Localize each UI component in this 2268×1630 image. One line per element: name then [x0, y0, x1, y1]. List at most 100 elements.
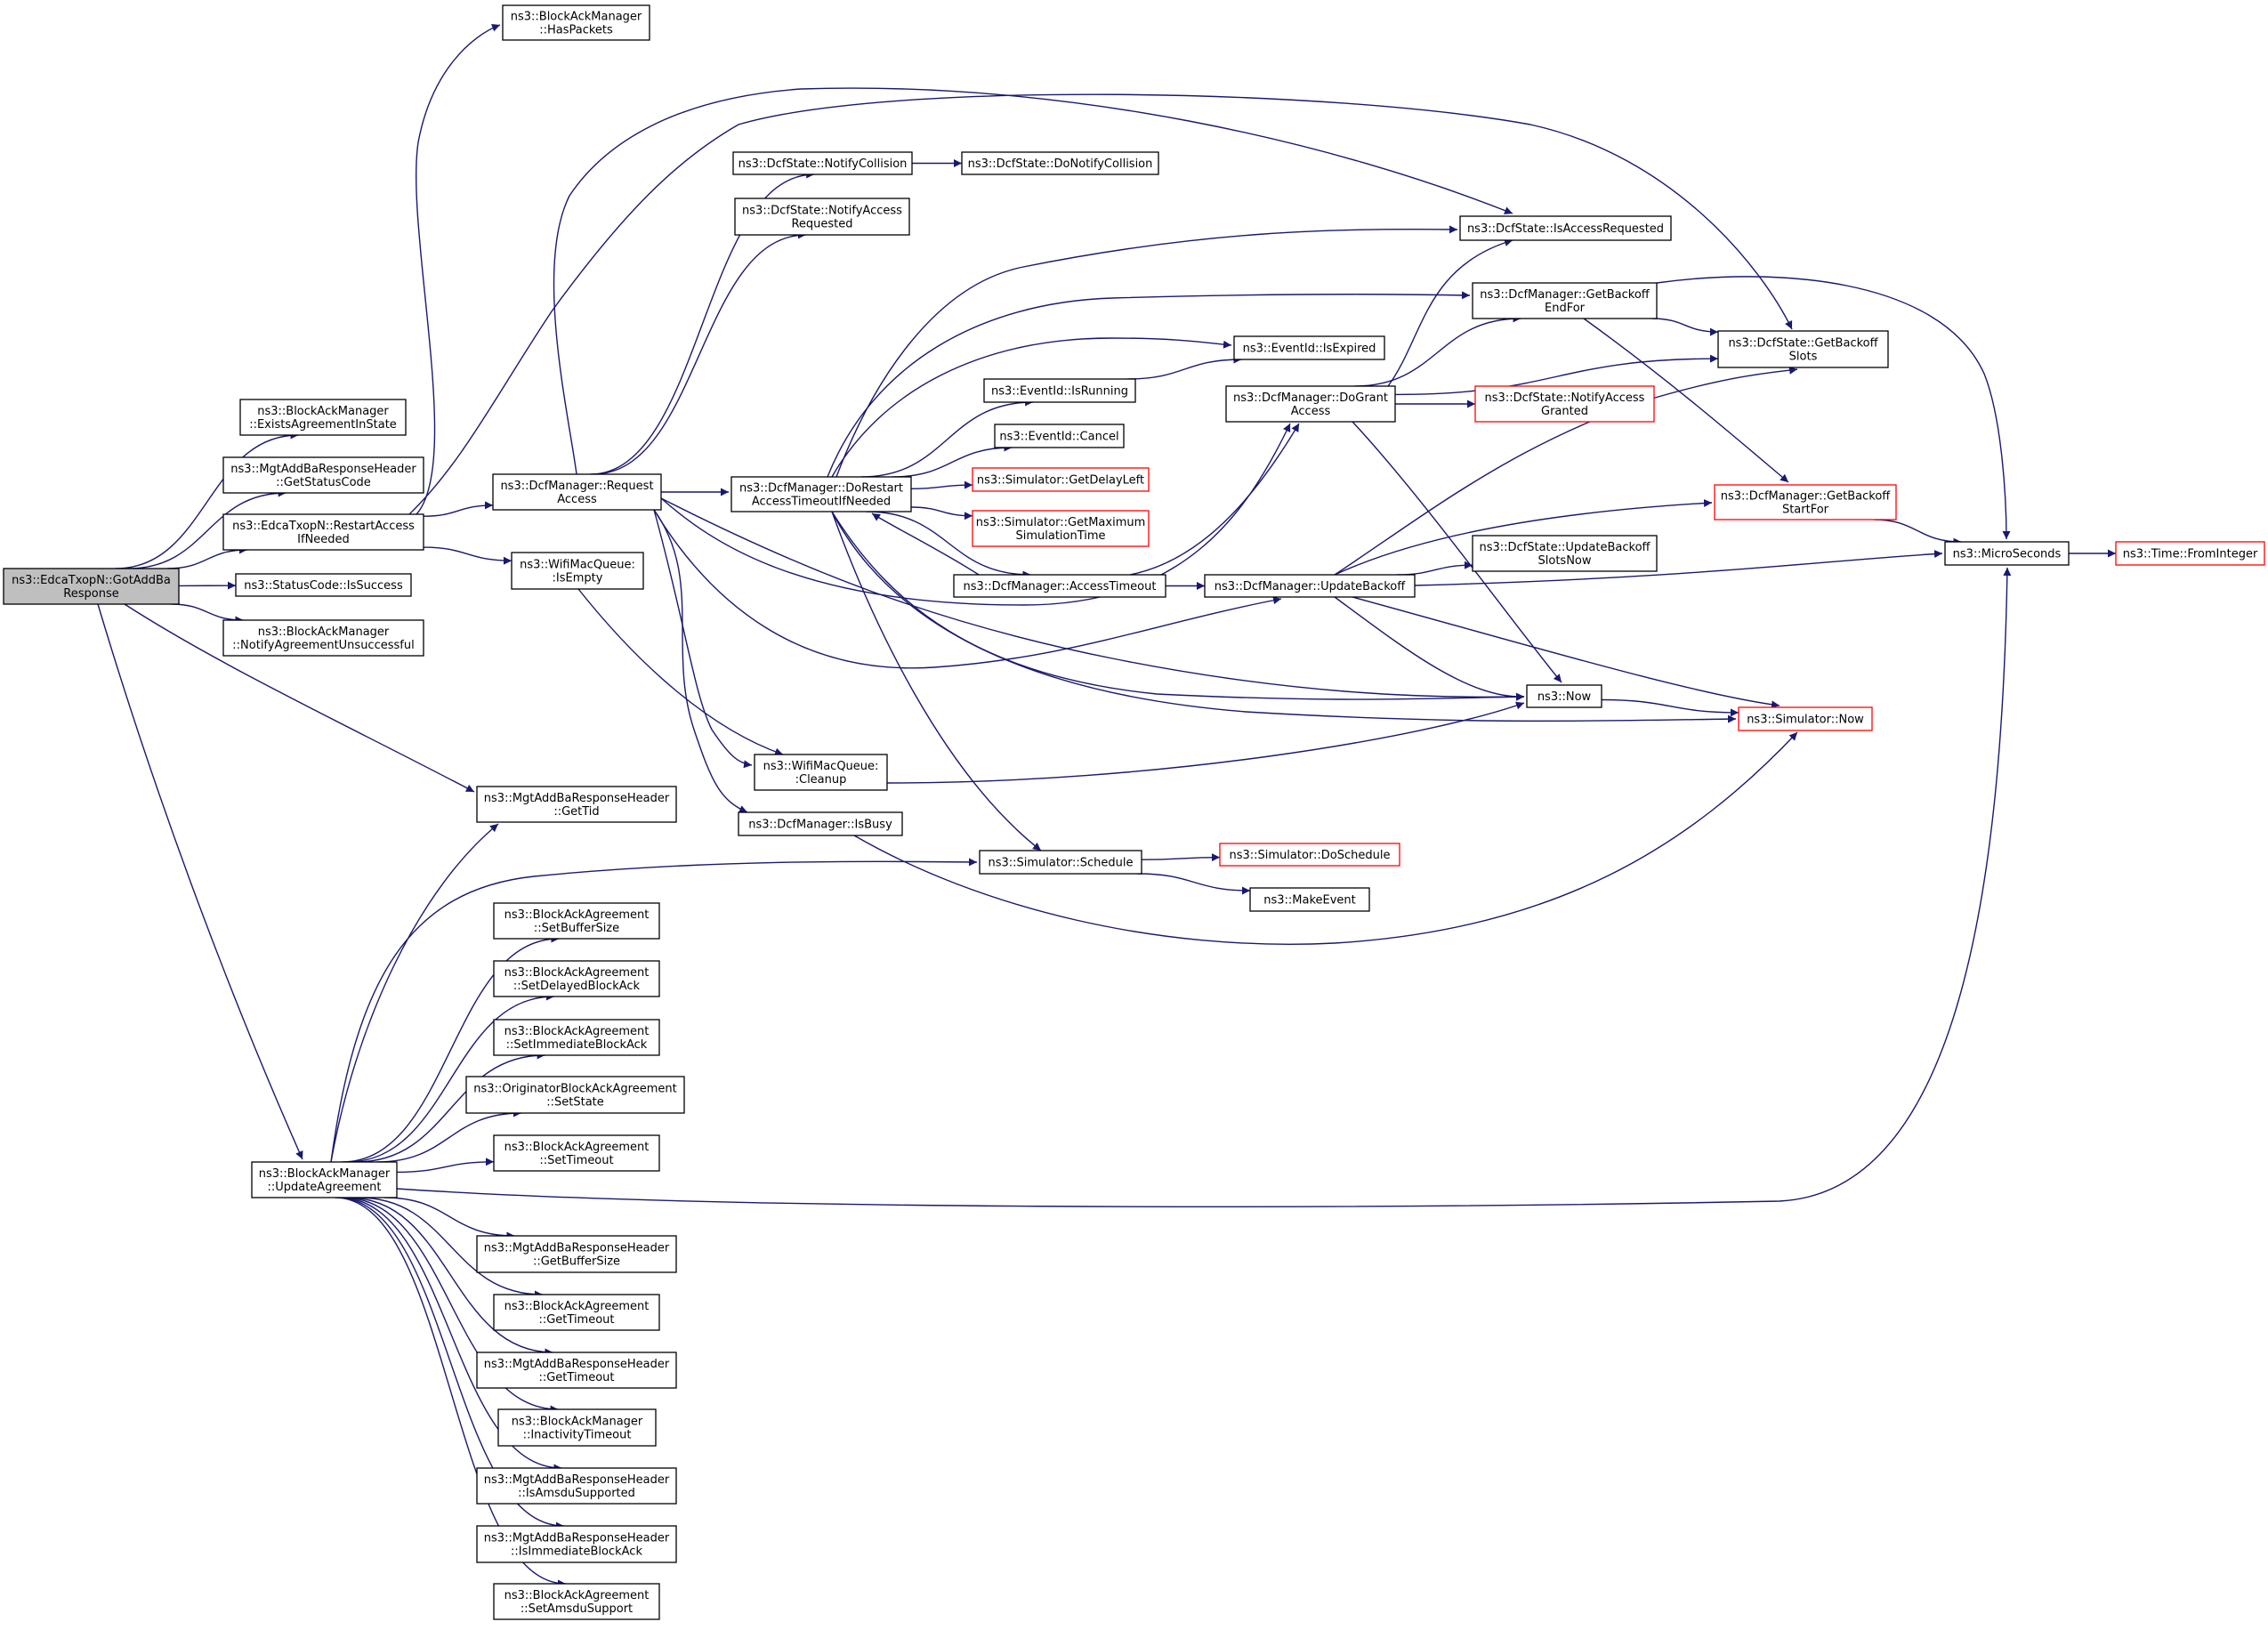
node-label: ns3::BlockAckAgreement [504, 908, 650, 922]
node-n29[interactable]: ns3::DcfManager::UpdateBackoff [1204, 574, 1416, 598]
node-n37[interactable]: ns3::MakeEvent [1249, 887, 1370, 912]
node-n41[interactable]: ns3::OriginatorBlockAckAgreement::SetSta… [465, 1076, 685, 1114]
node-box [1225, 385, 1396, 423]
node-n13[interactable]: ns3::DcfManager::DoRestartAccessTimeoutI… [730, 476, 912, 512]
node-label: Access [1291, 405, 1331, 418]
node-label: ::GetBufferSize [533, 1255, 620, 1269]
node-n36[interactable]: ns3::Simulator::DoSchedule [1219, 843, 1400, 867]
edge-n35-to-n37 [1137, 873, 1251, 895]
edge-n0-to-n4 [167, 545, 247, 569]
node-n49[interactable]: ns3::BlockAckAgreement::SetAmsduSupport [493, 1583, 660, 1620]
node-label: ::UpdateAgreement [267, 1181, 381, 1194]
node-n43[interactable]: ns3::MgtAddBaResponseHeader::GetBufferSi… [476, 1235, 677, 1273]
node-label: :Cleanup [795, 773, 847, 787]
node-label: IfNeeded [297, 533, 350, 546]
node-label: ns3::OriginatorBlockAckAgreement [473, 1083, 676, 1096]
node-box [1472, 282, 1658, 319]
node-n45[interactable]: ns3::MgtAddBaResponseHeader::GetTimeout [476, 1352, 677, 1389]
node-label: ns3::DcfManager::UpdateBackoff [1215, 580, 1406, 593]
node-n2[interactable]: ns3::BlockAckManager::ExistsAgreementInS… [239, 399, 407, 436]
edge-n13-to-n31 [831, 511, 1525, 701]
edge-n9-to-n33 [653, 509, 753, 769]
node-n33[interactable]: ns3::WifiMacQueue::Cleanup [754, 754, 888, 791]
node-n6[interactable]: ns3::BlockAckManager::NotifyAgreementUns… [222, 619, 424, 657]
node-label: ::SetImmediateBlockAck [506, 1038, 648, 1052]
node-label: ::NotifyAgreementUnsuccessful [232, 639, 414, 652]
node-n10[interactable]: ns3::WifiMacQueue::IsEmpty [511, 552, 644, 590]
node-n31[interactable]: ns3::Now [1526, 684, 1602, 708]
node-box [2115, 541, 2265, 566]
node-box [222, 456, 424, 494]
node-n7[interactable]: ns3::MgtAddBaResponseHeader::GetTid [476, 786, 677, 823]
edge-n8-to-n47 [338, 1197, 562, 1473]
edge-n18-to-n17 [1126, 355, 1242, 380]
edge-n26-to-n27 [1873, 519, 1962, 546]
node-n35[interactable]: ns3::Simulator::Schedule [979, 850, 1142, 875]
edge-n22-to-n13 [871, 512, 980, 576]
node-n20[interactable]: ns3::Simulator::GetDelayLeft [972, 467, 1150, 492]
node-label: ns3::DcfManager::GetBackoff [1480, 288, 1651, 302]
node-label: ns3::DcfState::NotifyAccess [742, 205, 902, 218]
edge-n29-to-n27 [1414, 550, 1943, 586]
node-label: ::GetTimeout [538, 1371, 614, 1384]
node-label: ns3::DcfState::NotifyCollision [739, 157, 908, 171]
node-n32[interactable]: ns3::Simulator::Now [1738, 706, 1873, 731]
node-n28[interactable]: ns3::Time::FromInteger [2115, 541, 2265, 566]
node-box [979, 850, 1142, 875]
node-n48[interactable]: ns3::MgtAddBaResponseHeader::IsImmediate… [476, 1525, 677, 1563]
node-n15[interactable]: ns3::DcfState::IsAccessRequested [1459, 215, 1672, 241]
node-n5[interactable]: ns3::StatusCode::IsSuccess [235, 573, 412, 597]
node-n46[interactable]: ns3::BlockAckManager::InactivityTimeout [497, 1408, 657, 1447]
node-n11[interactable]: ns3::DcfState::NotifyCollision [732, 151, 913, 175]
node-n27[interactable]: ns3::MicroSeconds [1944, 541, 2070, 566]
node-label: ::SetState [546, 1096, 604, 1110]
node-n40[interactable]: ns3::BlockAckAgreement::SetImmediateBloc… [493, 1019, 660, 1056]
edge-n8-to-n38 [341, 934, 560, 1163]
node-label: ns3::DcfState::NotifyAccess [1485, 391, 1645, 405]
node-n18[interactable]: ns3::EventId::IsRunning [983, 378, 1136, 403]
node-label: AccessTimeoutIfNeeded [752, 496, 891, 509]
node-label: ns3::MgtAddBaResponseHeader [484, 1242, 670, 1255]
node-box [502, 4, 650, 41]
node-n17[interactable]: ns3::EventId::IsExpired [1233, 335, 1385, 360]
node-label: ns3::BlockAckManager [512, 1416, 643, 1429]
node-n22[interactable]: ns3::DcfManager::AccessTimeout [953, 574, 1166, 598]
node-label: Slots [1789, 351, 1818, 364]
node-label: Granted [1541, 405, 1588, 418]
node-label: ::ExistsAgreementInState [249, 418, 397, 432]
node-box [730, 476, 912, 512]
node-box [239, 399, 407, 436]
edge-n9-to-n23 [660, 423, 1291, 606]
edge-n13-to-n32 [831, 511, 1737, 723]
edge-n10-to-n33 [577, 588, 784, 756]
node-n14[interactable]: ns3::DcfState::DoNotifyCollision [961, 151, 1159, 175]
node-n38[interactable]: ns3::BlockAckAgreement::SetBufferSize [493, 902, 660, 940]
node-n39[interactable]: ns3::BlockAckAgreement::SetDelayedBlockA… [493, 960, 660, 997]
edge-n35-to-n36 [1141, 853, 1221, 862]
node-n42[interactable]: ns3::BlockAckAgreement::SetTimeout [493, 1134, 660, 1172]
edge-n13-to-n15 [835, 225, 1458, 478]
node-n3[interactable]: ns3::MgtAddBaResponseHeader::GetStatusCo… [222, 456, 424, 494]
node-n19[interactable]: ns3::EventId::Cancel [994, 424, 1125, 448]
node-box [1233, 335, 1385, 360]
node-n8[interactable]: ns3::BlockAckManager::UpdateAgreement [251, 1161, 398, 1198]
node-box [1472, 535, 1658, 572]
edge-n23-to-n16 [1354, 314, 1521, 387]
node-n44[interactable]: ns3::BlockAckAgreement::GetTimeout [493, 1294, 660, 1331]
node-label: EndFor [1545, 302, 1586, 315]
node-n1[interactable]: ns3::BlockAckManager::HasPackets [502, 4, 650, 41]
node-n47[interactable]: ns3::MgtAddBaResponseHeader::IsAmsduSupp… [476, 1467, 677, 1505]
edge-n4-to-n9 [423, 501, 494, 517]
node-n34[interactable]: ns3::DcfManager::IsBusy [738, 811, 903, 836]
